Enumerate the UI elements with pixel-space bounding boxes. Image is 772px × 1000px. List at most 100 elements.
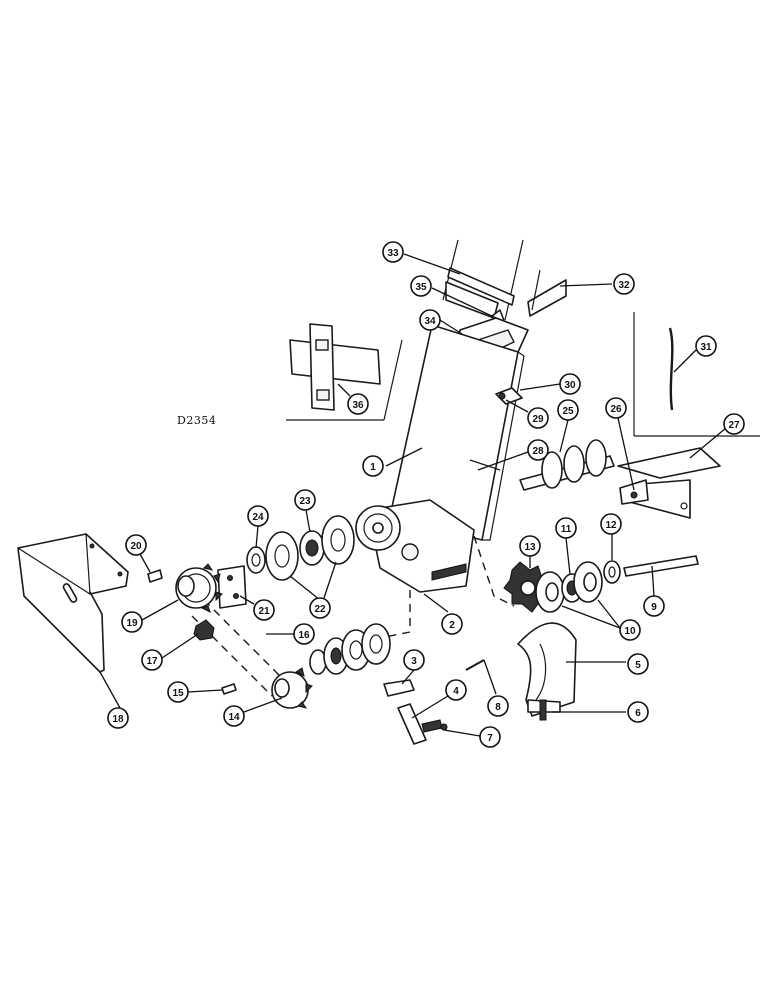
callout-7: 7 bbox=[443, 726, 501, 748]
callout-28: 28 bbox=[477, 439, 549, 471]
svg-text:3: 3 bbox=[411, 656, 417, 667]
part-26-bracket bbox=[619, 479, 649, 505]
svg-text:18: 18 bbox=[112, 714, 124, 725]
callout-32: 32 bbox=[559, 273, 635, 295]
part-8-pin bbox=[465, 659, 485, 671]
callout-26: 26 bbox=[605, 397, 635, 491]
svg-text:13: 13 bbox=[524, 542, 536, 553]
part-18-shield bbox=[17, 533, 129, 673]
svg-text:36: 36 bbox=[352, 400, 364, 411]
part-1-elevator-housing bbox=[389, 324, 525, 541]
svg-text:29: 29 bbox=[532, 414, 544, 425]
svg-text:28: 28 bbox=[532, 446, 544, 457]
dashed-line-boot-to-hub bbox=[379, 590, 411, 639]
part-29-30-clip bbox=[495, 387, 523, 405]
callout-34: 34 bbox=[419, 309, 463, 335]
callout-15: 15 bbox=[167, 681, 223, 703]
callout-11: 11 bbox=[555, 517, 577, 575]
svg-text:4: 4 bbox=[453, 686, 459, 697]
svg-text:20: 20 bbox=[130, 541, 142, 552]
svg-text:11: 11 bbox=[561, 524, 572, 535]
lower-bearing-assembly bbox=[309, 623, 391, 675]
callout-31: 31 bbox=[673, 335, 717, 373]
svg-text:24: 24 bbox=[252, 512, 264, 523]
callout-10: 10 bbox=[561, 599, 641, 641]
svg-text:12: 12 bbox=[605, 520, 617, 531]
part-21-bracket bbox=[217, 565, 247, 609]
part-7-pin bbox=[421, 719, 448, 733]
part-20-key bbox=[147, 569, 163, 583]
part-6-clip bbox=[527, 699, 561, 721]
callout-17: 17 bbox=[141, 633, 199, 671]
dashed-line-housing-to-sprocket bbox=[473, 535, 515, 607]
svg-text:25: 25 bbox=[562, 406, 574, 417]
part-3-link bbox=[383, 679, 415, 697]
svg-text:14: 14 bbox=[228, 712, 240, 723]
svg-text:22: 22 bbox=[314, 604, 326, 615]
svg-text:21: 21 bbox=[258, 606, 270, 617]
callout-5: 5 bbox=[566, 653, 649, 675]
svg-text:7: 7 bbox=[487, 733, 493, 744]
svg-text:32: 32 bbox=[618, 280, 630, 291]
part-15-key bbox=[221, 683, 237, 695]
svg-text:9: 9 bbox=[651, 602, 657, 613]
callout-2: 2 bbox=[423, 593, 463, 635]
part-17-gear bbox=[193, 619, 215, 641]
callout-21: 21 bbox=[239, 595, 275, 621]
callout-4: 4 bbox=[411, 679, 467, 719]
svg-text:30: 30 bbox=[564, 380, 576, 391]
callout-9: 9 bbox=[643, 565, 665, 617]
svg-text:31: 31 bbox=[700, 342, 712, 353]
part-31-wire bbox=[633, 312, 760, 437]
part-12-collar bbox=[603, 560, 621, 584]
callout-3: 3 bbox=[401, 649, 425, 685]
callout-22: 22 bbox=[289, 561, 337, 619]
callout-33: 33 bbox=[382, 241, 461, 275]
callout-1: 1 bbox=[362, 447, 423, 477]
svg-text:15: 15 bbox=[172, 688, 184, 699]
callout-20: 20 bbox=[125, 534, 151, 573]
svg-text:8: 8 bbox=[495, 702, 501, 713]
callout-24: 24 bbox=[247, 505, 269, 549]
part-36-bracket bbox=[286, 323, 403, 421]
upper-bearing-assembly bbox=[246, 515, 355, 581]
part-27-plate bbox=[617, 447, 721, 519]
part-2-boot-housing bbox=[355, 499, 475, 593]
callout-19: 19 bbox=[121, 599, 179, 633]
callout-36: 36 bbox=[337, 383, 369, 415]
part-4-link bbox=[397, 703, 427, 745]
svg-text:19: 19 bbox=[126, 618, 138, 629]
svg-text:16: 16 bbox=[298, 630, 310, 641]
callout-35: 35 bbox=[410, 275, 497, 319]
callout-29: 29 bbox=[505, 399, 549, 429]
dashed-chain-upper bbox=[203, 599, 285, 681]
callout-25: 25 bbox=[557, 399, 579, 453]
callout-12: 12 bbox=[600, 513, 622, 560]
part-5-paddle bbox=[517, 622, 577, 717]
part-32-bracket bbox=[527, 269, 567, 317]
svg-text:2: 2 bbox=[449, 620, 455, 631]
part-10-11-bearing bbox=[535, 561, 603, 613]
callout-30: 30 bbox=[519, 373, 581, 395]
svg-text:33: 33 bbox=[387, 248, 399, 259]
svg-text:10: 10 bbox=[624, 626, 636, 637]
callout-13: 13 bbox=[519, 535, 541, 568]
part-9-shaft bbox=[623, 555, 699, 577]
part-25-auger bbox=[519, 439, 615, 491]
callout-27: 27 bbox=[689, 413, 745, 459]
callout-14: 14 bbox=[223, 697, 283, 727]
svg-text:6: 6 bbox=[635, 708, 641, 719]
svg-text:1: 1 bbox=[370, 462, 376, 473]
callout-6: 6 bbox=[552, 701, 649, 723]
svg-text:35: 35 bbox=[415, 282, 427, 293]
svg-text:5: 5 bbox=[635, 660, 641, 671]
svg-text:27: 27 bbox=[728, 420, 740, 431]
svg-text:26: 26 bbox=[610, 404, 622, 415]
callout-16: 16 bbox=[266, 623, 315, 645]
callout-8: 8 bbox=[483, 659, 509, 717]
svg-text:34: 34 bbox=[424, 316, 436, 327]
callout-18: 18 bbox=[99, 671, 129, 729]
svg-text:17: 17 bbox=[146, 656, 158, 667]
svg-text:23: 23 bbox=[299, 496, 311, 507]
